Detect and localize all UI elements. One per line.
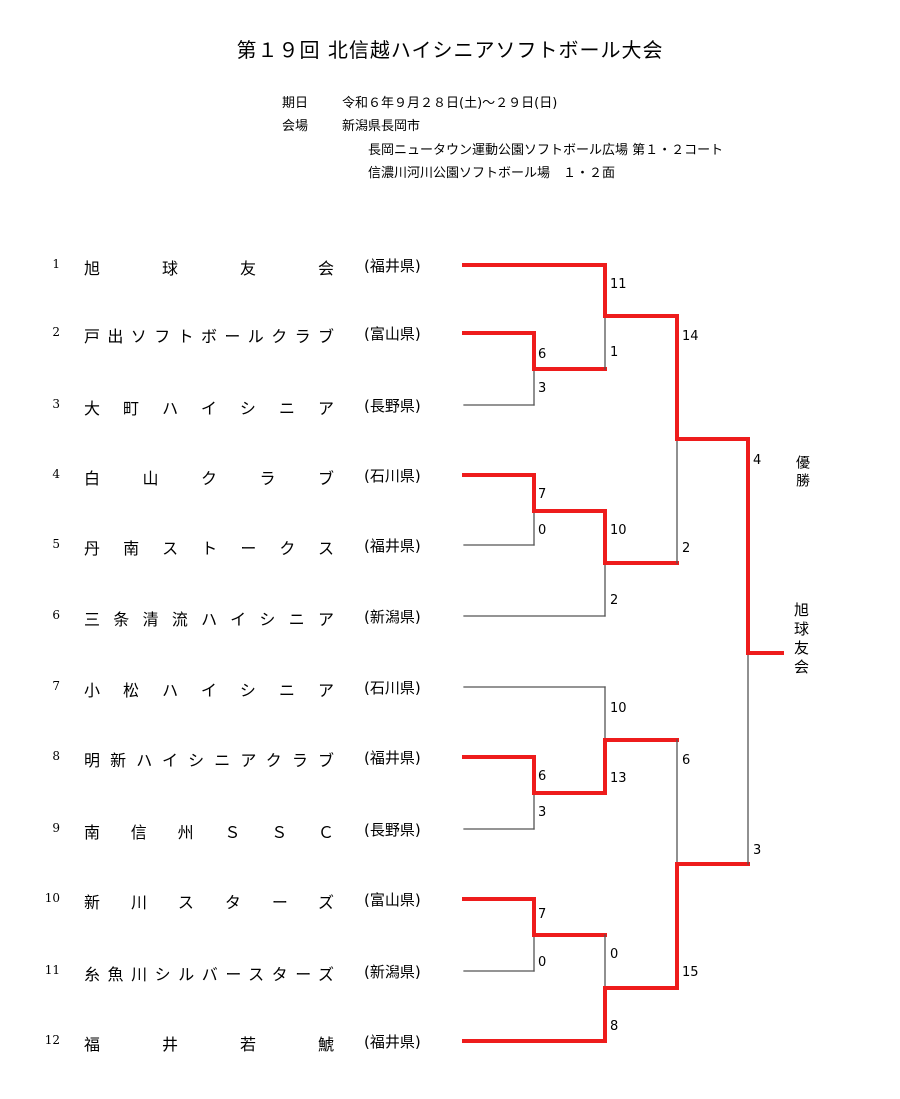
score-label: 7 — [538, 907, 546, 922]
team-prefecture: (福井県) — [364, 1033, 421, 1051]
team-name: 丹南ストークス — [84, 539, 334, 558]
team-number: 8 — [52, 749, 60, 763]
score-label: 11 — [610, 277, 627, 292]
team-name: 糸魚川シルバースターズ — [84, 965, 334, 984]
champion-label: 優勝 — [794, 455, 810, 491]
champion-name: 旭球友会 — [792, 602, 810, 678]
score-label: 13 — [610, 771, 627, 786]
team-prefecture: (新潟県) — [364, 963, 421, 981]
team-name: 小松ハイシニア — [84, 681, 334, 700]
team-number: 5 — [52, 537, 60, 551]
team-prefecture: (長野県) — [364, 821, 421, 839]
team-prefecture: (新潟県) — [364, 608, 421, 626]
team-number: 10 — [44, 891, 60, 905]
score-label: 4 — [753, 453, 761, 468]
score-label: 0 — [538, 523, 546, 538]
team-number: 2 — [52, 325, 60, 339]
team-name: 三条清流ハイシニア — [84, 610, 334, 629]
score-label: 7 — [538, 487, 546, 502]
team-number: 7 — [52, 679, 60, 693]
team-number: 9 — [52, 821, 60, 835]
team-prefecture: (福井県) — [364, 749, 421, 767]
team-prefecture: (富山県) — [364, 325, 421, 343]
team-number: 6 — [52, 608, 60, 622]
score-label: 1 — [610, 345, 618, 360]
score-label: 6 — [682, 753, 690, 768]
score-label: 3 — [538, 805, 546, 820]
team-prefecture: (福井県) — [364, 537, 421, 555]
score-label: 10 — [610, 701, 627, 716]
venue-1: 長岡ニュータウン運動公園ソフトボール広場 第１・２コート — [368, 143, 724, 158]
score-label: 6 — [538, 769, 546, 784]
score-label: 2 — [610, 593, 618, 608]
team-prefecture: (福井県) — [364, 257, 421, 275]
score-label: 3 — [538, 381, 546, 396]
score-label: 0 — [610, 947, 618, 962]
team-prefecture: (石川県) — [364, 467, 421, 485]
score-label: 0 — [538, 955, 546, 970]
team-name: 旭球友会 — [84, 259, 334, 278]
score-label: 10 — [610, 523, 627, 538]
team-name: 戸出ソフトボールクラブ — [84, 327, 334, 346]
venue-city: 新潟県長岡市 — [342, 119, 421, 134]
team-prefecture: (石川県) — [364, 679, 421, 697]
score-label: 2 — [682, 541, 690, 556]
team-prefecture: (富山県) — [364, 891, 421, 909]
date-label: 期日 — [282, 96, 309, 111]
venue-label: 会場 — [282, 119, 309, 134]
score-label: 3 — [753, 843, 761, 858]
team-number: 4 — [52, 467, 60, 481]
score-label: 14 — [682, 329, 699, 344]
team-number: 1 — [52, 257, 60, 271]
team-name: 明新ハイシニアクラブ — [84, 751, 334, 770]
team-number: 11 — [44, 963, 60, 977]
date-value: 令和６年９月２８日(土)～２９日(日) — [342, 96, 558, 111]
score-label: 8 — [610, 1019, 618, 1034]
venue-2: 信濃川河川公園ソフトボール場 １・２面 — [368, 166, 616, 181]
score-label: 6 — [538, 347, 546, 362]
team-number: 3 — [52, 397, 60, 411]
team-number: 12 — [44, 1033, 60, 1047]
score-label: 15 — [682, 965, 699, 980]
team-name: 南信州ＳＳＣ — [84, 823, 334, 842]
team-name: 白山クラブ — [84, 469, 334, 488]
team-name: 福井若鯱 — [84, 1035, 334, 1054]
team-prefecture: (長野県) — [364, 397, 421, 415]
page-title: 第１９回 北信越ハイシニアソフトボール大会 — [236, 38, 664, 62]
team-name: 新川スターズ — [84, 893, 334, 912]
team-name: 大町ハイシニア — [84, 399, 334, 418]
